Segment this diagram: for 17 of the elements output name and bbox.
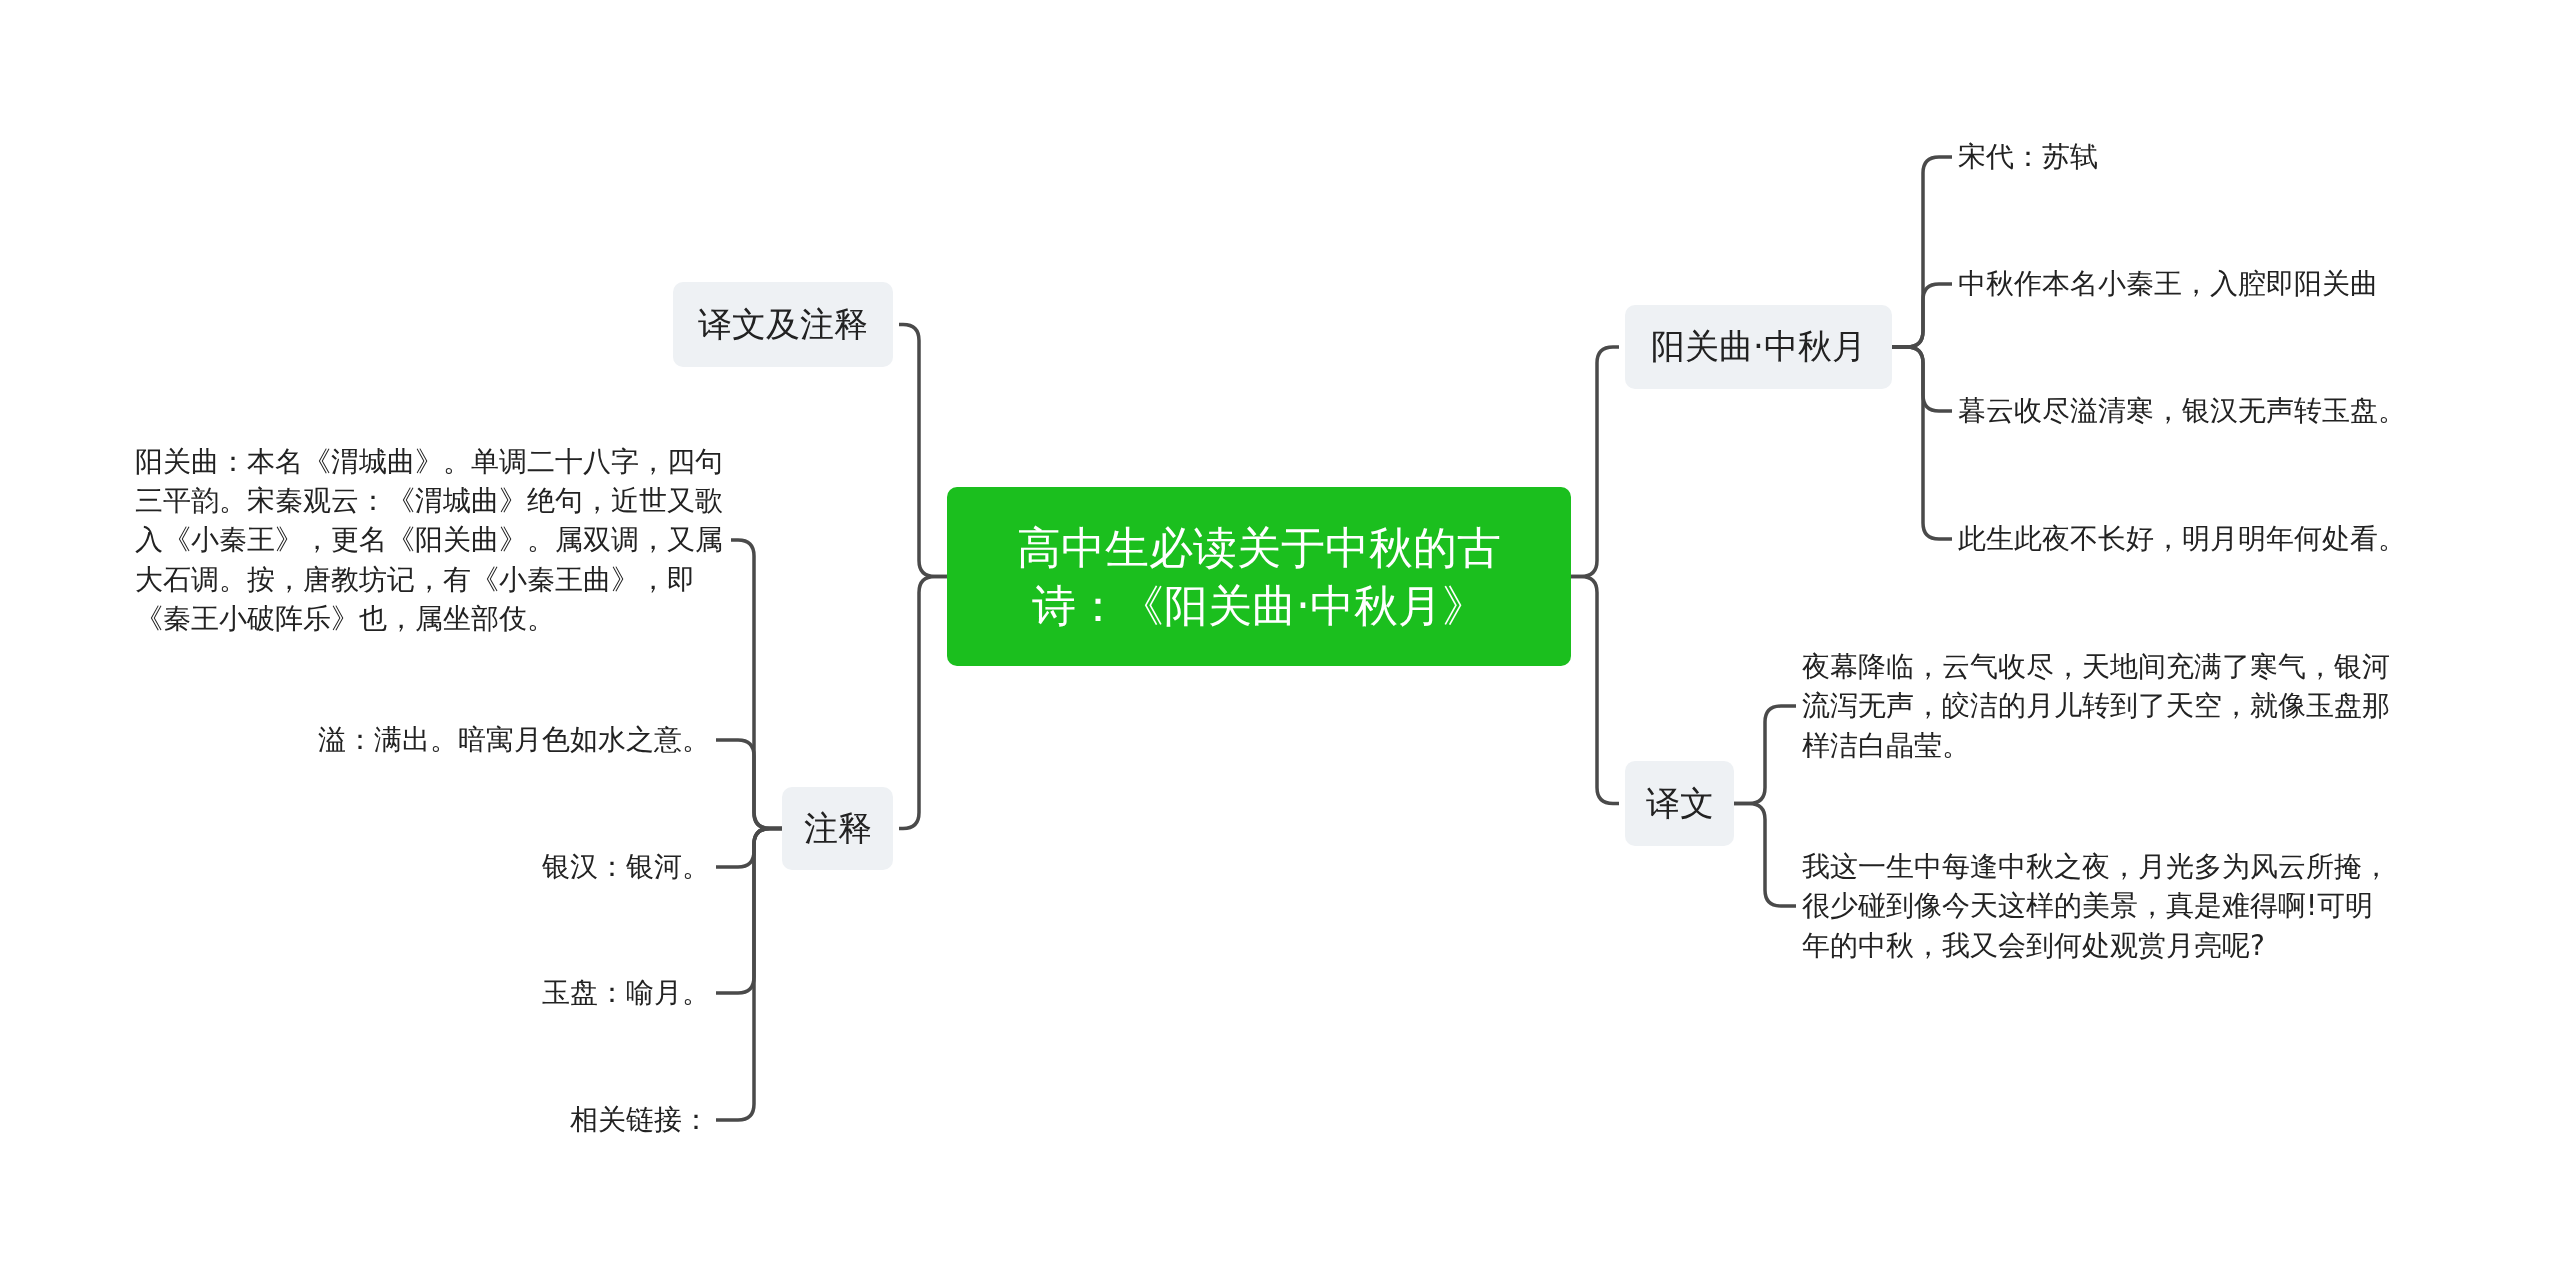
note-text: 银汉：银河。 — [542, 849, 710, 886]
note-text: 我这一生中每逢中秋之夜，月光多为风云所掩，很少碰到像今天这样的美景，真是难得啊!可明年的中秋，我又会到何处观赏月亮呢? — [1802, 849, 2391, 964]
topic-box: 译文 — [1625, 761, 1734, 846]
note-text: 玉盘：喻月。 — [542, 975, 710, 1012]
topic-box: 译文及注释 — [673, 282, 893, 367]
note-text: 暮云收尽溢清寒，银汉无声转玉盘。 — [1958, 393, 2406, 430]
connector-line — [1571, 574, 1619, 806]
note-text: 阳关曲：本名《渭城曲》。单调二十八字，四句三平韵。宋秦观云：《渭城曲》绝句，近世又歌入《小秦王》，更名《阳关曲》。属双调，又属大石调。按，唐教坊记，有《小秦王曲》，即《秦王小破阵乐》也，属坐部伎。 — [135, 444, 724, 637]
note-text: 溢：满出。暗寓月色如水之意。 — [318, 722, 710, 759]
note-text: 相关链接： — [570, 1102, 710, 1139]
central-topic-box: 高中生必读关于中秋的古诗：《阳关曲·中秋月》 — [947, 487, 1571, 666]
note-text: 此生此夜不长好，明月明年何处看。 — [1958, 521, 2406, 558]
note-text: 宋代：苏轼 — [1958, 139, 2098, 176]
note-text: 夜幕降临，云气收尽，天地间充满了寒气，银河流泻无声，皎洁的月儿转到了天空，就像玉盘那样洁白晶莹。 — [1802, 649, 2391, 764]
topic-box: 阳关曲·中秋月 — [1625, 305, 1892, 389]
topic-box: 注释 — [782, 787, 893, 870]
note-text: 中秋作本名小秦王，入腔即阳关曲 — [1958, 266, 2378, 303]
